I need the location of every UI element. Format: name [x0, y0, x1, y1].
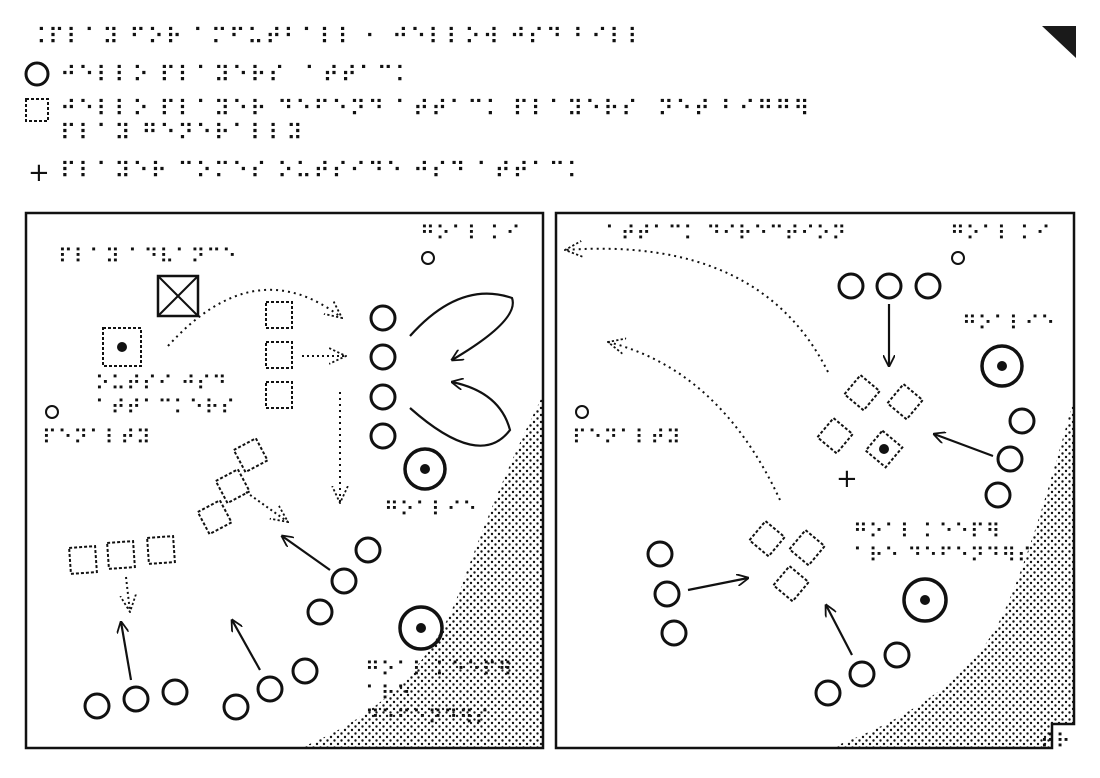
left-dotted-arrow-top	[167, 288, 342, 347]
right-penalty-label: ⠏⠑⠝⠁⠇⠞⠽	[572, 425, 682, 449]
left-small-circle	[45, 405, 59, 419]
left-bottom-goalie-dot	[416, 623, 426, 633]
left-dotted-arrow-diagonal	[245, 491, 288, 522]
orientation-corner-marker	[1042, 26, 1076, 58]
left-bottom-square-row	[68, 535, 176, 575]
left-player-square-with-ball	[102, 327, 142, 367]
left-bottom-circle-row-2	[222, 657, 319, 721]
left-goal-box	[156, 274, 200, 318]
left-penalty-label: ⠏⠑⠝⠁⠇⠞⠽	[42, 425, 152, 449]
left-top-left-label: ⠏⠇⠁⠽ ⠁⠙⠧⠁⠝⠉⠑	[58, 244, 238, 268]
right-dotted-arrow-top	[565, 249, 829, 373]
left-panel: ⠛⠕⠁⠇ ⠅⠊ ⠏⠇⠁⠽ ⠁⠙⠧⠁⠝⠉⠑ ⠕⠥⠞⠎⠊ ⠚⠎⠙ ⠁⠞⠞⠁⠉⠅⠑⠗⠎…	[24, 211, 545, 750]
right-square-cluster	[816, 373, 925, 469]
right-mid-label-2: ⠁⠗⠑ ⠙⠑⠋⠑⠝⠙⠻⠎	[853, 543, 1033, 567]
legend-title: ⠨⠏⠇⠁⠽ ⠋⠕⠗ ⠁⠍⠋⠥⠞⠃⠁⠇⠇ ⠂ ⠚⠑⠇⠇⠕⠺ ⠚⠎⠙ ⠃⠊⠇⠇	[30, 25, 645, 50]
right-lower-square-cluster	[748, 519, 827, 603]
right-small-circle	[575, 405, 589, 419]
right-goalie-circle	[980, 344, 1024, 388]
left-ball-marker	[117, 342, 127, 352]
left-curved-arrow-lower	[409, 382, 512, 447]
left-top-right-label: ⠛⠕⠁⠇ ⠅⠊	[420, 221, 521, 245]
left-bottom-label-1: ⠛⠕⠁⠇ ⠅⠑⠑⠏⠻	[365, 657, 513, 681]
left-top-right-small-circle	[421, 251, 435, 265]
left-dotted-arrow-bottom	[126, 576, 130, 612]
left-panel-dotted-zone	[300, 395, 543, 748]
right-panel: ⠁⠞⠞⠁⠉⠅ ⠙⠊⠗⠑⠉⠞⠊⠕⠝ ⠛⠕⠁⠇ ⠅⠊ + ⠛⠕⠁⠇⠊⠑ ⠏⠑⠝⠁⠇⠞…	[554, 211, 1076, 750]
right-panel-dotted-zone	[830, 398, 1074, 748]
left-square-column	[265, 301, 293, 409]
right-goalie-dot	[997, 361, 1007, 371]
legend-plus-label: ⠏⠇⠁⠽⠑⠗ ⠉⠕⠍⠑⠎ ⠕⠥⠞⠎⠊⠙⠑ ⠚⠎⠙ ⠁⠞⠞⠁⠉⠅	[60, 159, 585, 184]
left-bottom-goalie-circle	[398, 605, 444, 651]
left-panel-frame	[24, 211, 545, 750]
legend-square-symbol	[25, 98, 49, 122]
left-bottom-label-3: ⠙⠑⠋⠑⠝⠙⠻⠎	[365, 705, 490, 729]
right-left-circle-column	[646, 540, 688, 647]
right-bottom-goalie-circle	[902, 577, 948, 623]
left-arrow-bottom-1	[121, 622, 133, 681]
right-panel-frame	[554, 211, 1076, 750]
right-mid-label-1: ⠛⠕⠁⠇ ⠅⠑⠑⠏⠻	[853, 519, 1001, 543]
right-bottom-goalie-dot	[920, 595, 930, 605]
right-top-right-label: ⠛⠕⠁⠇ ⠅⠊	[950, 221, 1051, 245]
right-plus-marker: +	[836, 464, 858, 494]
left-bottom-circle-row-1	[83, 678, 189, 720]
left-arrow-diagonal	[282, 536, 331, 571]
left-arrow-bottom-2	[232, 620, 261, 671]
legend-plus-symbol: +	[28, 158, 50, 188]
left-goalie-label: ⠛⠕⠁⠇⠊⠑	[384, 497, 478, 521]
left-circle-column	[369, 304, 397, 450]
left-mid-label-2: ⠁⠞⠞⠁⠉⠅⠑⠗⠎	[95, 395, 236, 419]
right-arrow-to-lower-squares	[687, 578, 748, 592]
right-circle-diagonal	[984, 407, 1036, 509]
left-curved-arrow-upper	[409, 292, 514, 360]
right-arrow-bottom	[826, 605, 853, 656]
legend-circle-label: ⠚⠑⠇⠇⠕ ⠏⠇⠁⠽⠑⠗⠎⠀⠁⠞⠞⠁⠉⠅	[60, 63, 413, 88]
legend: ⠨⠏⠇⠁⠽ ⠋⠕⠗ ⠁⠍⠋⠥⠞⠃⠁⠇⠇ ⠂ ⠚⠑⠇⠇⠕⠺ ⠚⠎⠙ ⠃⠊⠇⠇ ⠚⠑…	[24, 25, 1076, 188]
corner-page-label: ⠞⠗	[1040, 729, 1071, 753]
right-top-right-small-circle	[951, 251, 965, 265]
left-mid-label-1: ⠕⠥⠞⠎⠊ ⠚⠎⠙	[95, 371, 228, 395]
right-top-arrow-label: ⠁⠞⠞⠁⠉⠅ ⠙⠊⠗⠑⠉⠞⠊⠕⠝	[605, 221, 847, 245]
left-bottom-label-2: ⠁⠗⠑	[365, 681, 412, 705]
legend-circle-symbol	[24, 61, 50, 87]
legend-square-label-line2: ⠏⠇⠁⠽ ⠛⠑⠝⠑⠗⠁⠇⠇⠽	[60, 121, 304, 146]
left-goalie-circle	[403, 447, 447, 491]
right-arrow-to-squares	[934, 434, 994, 458]
right-top-circle-row	[837, 272, 942, 300]
right-goalie-label: ⠛⠕⠁⠇⠊⠑	[962, 311, 1056, 335]
right-bottom-circle-diagonal	[814, 641, 911, 707]
left-goalie-dot	[420, 464, 430, 474]
right-dotted-arrow-mid	[608, 342, 781, 501]
right-ball-marker	[879, 444, 889, 454]
legend-square-label: ⠚⠑⠇⠇⠕ ⠏⠇⠁⠽⠑⠗ ⠙⠑⠋⠑⠝⠙ ⠁⠞⠞⠁⠉⠅ ⠏⠇⠁⠽⠑⠗⠎⠀⠝⠑⠞ ⠃…	[60, 97, 811, 122]
left-circle-diagonal	[306, 536, 382, 626]
left-square-diagonal	[196, 436, 269, 536]
